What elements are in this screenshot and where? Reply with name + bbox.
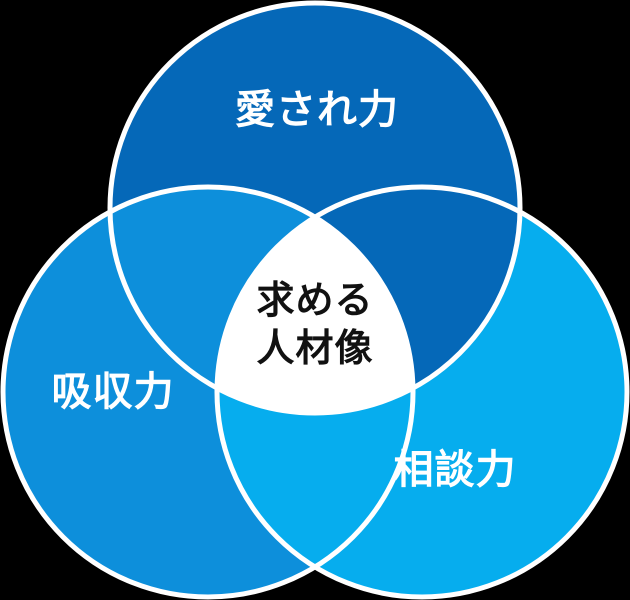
circle-label-right: 相談力 (394, 447, 517, 493)
circle-outline-top (107, 0, 523, 416)
circle-label-left: 吸収力 (52, 369, 175, 415)
circle-label-top: 愛され力 (235, 87, 399, 133)
center-label-line1: 求める (256, 278, 373, 322)
center-label-line2: 人材像 (256, 326, 373, 370)
circle-outline-right (214, 184, 630, 600)
circle-outline-left (0, 184, 416, 600)
